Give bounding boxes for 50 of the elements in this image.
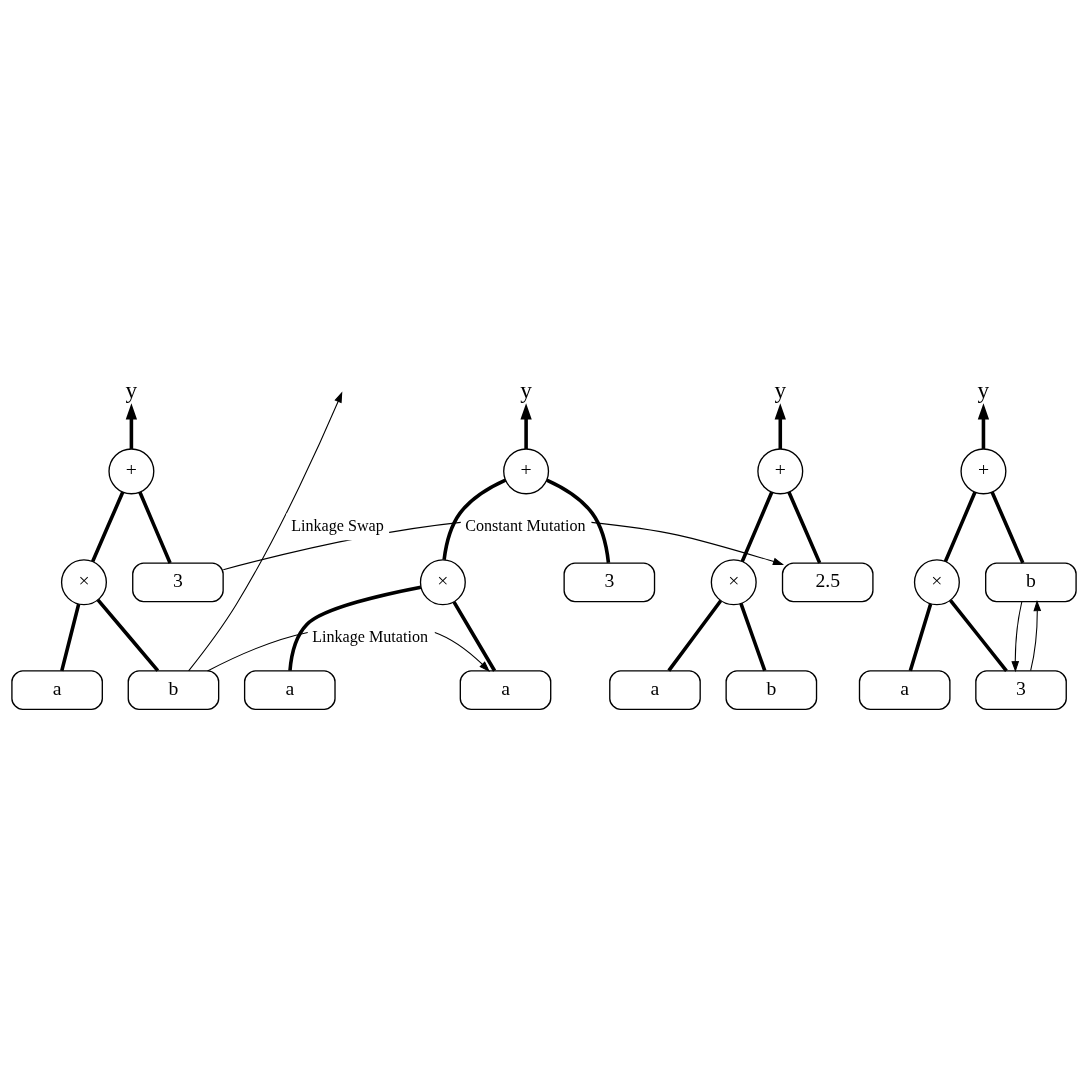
node-box: 2.5 [781, 562, 874, 603]
node-box: 3 [975, 670, 1067, 711]
node-text: y [520, 376, 532, 403]
connector [91, 491, 125, 563]
connector [739, 603, 767, 672]
connector [138, 491, 172, 564]
arrow [1030, 600, 1042, 672]
node-box: b [985, 562, 1077, 603]
connector [288, 585, 422, 671]
connector [546, 478, 611, 563]
connector [740, 491, 774, 563]
edge-label: Constant Mutation [465, 516, 586, 534]
node-box: a [243, 670, 336, 711]
arrow [774, 403, 786, 449]
connector [96, 598, 160, 672]
arrow [1011, 601, 1023, 673]
connector [60, 603, 81, 672]
node-circle: + [503, 448, 550, 495]
arrow [188, 391, 343, 672]
arrow [977, 403, 990, 449]
arrow [125, 403, 138, 449]
node-box: b [127, 670, 220, 711]
node-circle: + [108, 448, 155, 495]
node-circle: + [960, 448, 1007, 495]
node-circle: × [419, 559, 466, 606]
node-circle: × [710, 559, 757, 606]
node-box: 3 [132, 562, 224, 603]
node-box: 3 [563, 562, 656, 603]
node-text: y [774, 376, 787, 403]
node-box: b [725, 670, 818, 711]
node-text: y [125, 376, 138, 403]
node-box: a [459, 670, 552, 711]
connector [442, 478, 507, 560]
connector [990, 491, 1025, 564]
node-text: y [977, 376, 990, 403]
node-box: a [11, 670, 103, 711]
node-circle: + [757, 448, 804, 495]
node-box: a [609, 670, 701, 711]
edge-label: Linkage Swap [291, 516, 384, 534]
edge-label: Linkage Mutation [312, 627, 429, 645]
connector [452, 601, 497, 672]
connector [787, 491, 822, 564]
connector [943, 491, 977, 563]
node-box: a [858, 670, 951, 711]
arrow [520, 403, 532, 449]
connector [667, 599, 723, 672]
node-circle: × [60, 559, 107, 606]
connector [949, 599, 1008, 672]
connector [908, 603, 933, 672]
node-circle: × [913, 559, 960, 606]
